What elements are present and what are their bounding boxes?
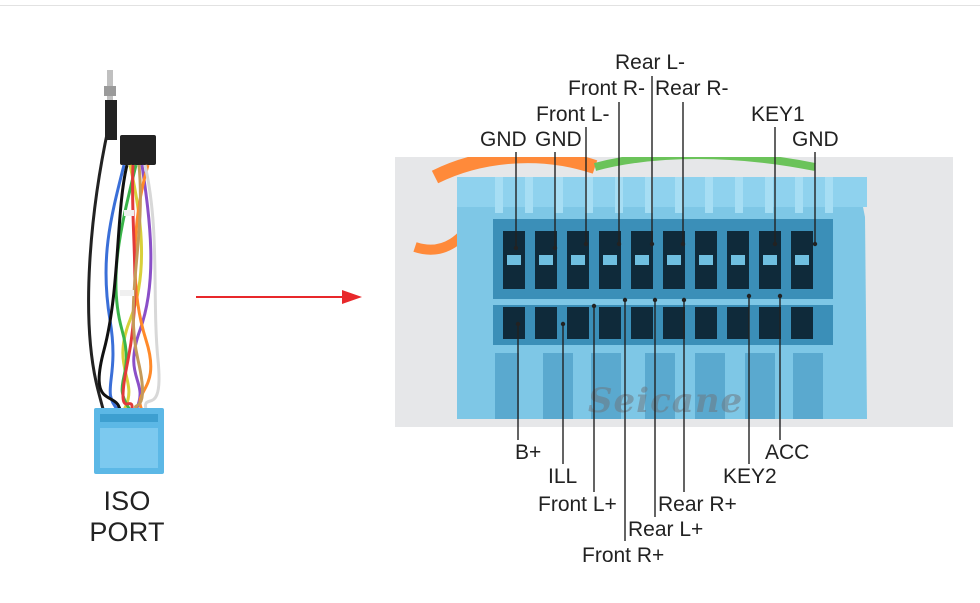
label-b-plus: B+ <box>515 441 542 464</box>
label-key1: KEY1 <box>751 103 805 126</box>
iso-port-label: ISO PORT <box>89 486 165 547</box>
connector-photo <box>395 157 953 427</box>
label-front-r-plus: Front R+ <box>582 544 665 567</box>
label-gnd-2: GND <box>535 128 582 151</box>
label-key2: KEY2 <box>723 465 777 488</box>
label-front-l-minus: Front L- <box>536 103 610 126</box>
label-gnd-3: GND <box>792 128 839 151</box>
label-gnd-1: GND <box>480 128 527 151</box>
label-front-r-minus: Front R- <box>568 77 646 100</box>
label-acc: ACC <box>765 441 810 464</box>
arrow-right-icon <box>196 290 362 304</box>
label-rear-l-minus: Rear L- <box>615 51 686 74</box>
label-rear-r-minus: Rear R- <box>655 77 729 100</box>
label-front-l-plus: Front L+ <box>538 493 617 516</box>
wire-harness-icon <box>87 70 164 474</box>
label-ill: ILL <box>548 465 578 488</box>
connector-illustration <box>395 157 953 427</box>
label-rear-l-plus: Rear L+ <box>628 518 704 541</box>
seicane-watermark: Seicane <box>588 381 744 421</box>
label-rear-r-plus: Rear R+ <box>658 493 737 516</box>
top-divider <box>0 5 980 6</box>
